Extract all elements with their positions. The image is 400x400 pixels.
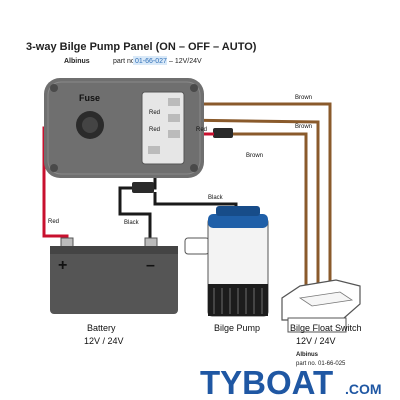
battery-voltage: 12V / 24V bbox=[84, 336, 124, 346]
black-connector bbox=[132, 182, 154, 193]
float-switch-label: Bilge Float Switch bbox=[290, 323, 362, 333]
wire-label-red-3: Red bbox=[196, 127, 207, 133]
switch-panel bbox=[44, 78, 204, 178]
part-number-highlight bbox=[133, 56, 167, 65]
header-brand: Albinus bbox=[64, 58, 90, 65]
brown-wire-mid bbox=[179, 118, 320, 300]
battery-minus-sign: – bbox=[146, 257, 155, 274]
wire-label-brown-3: Brown bbox=[246, 153, 263, 159]
float-switch-voltage: 12V / 24V bbox=[296, 336, 336, 346]
fuse-label: Fuse bbox=[79, 93, 100, 103]
header-part-number: 01-66-027 bbox=[135, 58, 167, 65]
diagram-title: 3-way Bilge Pump Panel (ON – OFF – AUTO) bbox=[26, 41, 257, 53]
panel-screw-bl bbox=[50, 164, 58, 172]
wire-label-brown-1: Brown bbox=[295, 95, 312, 101]
brown-wire-top bbox=[180, 102, 332, 300]
header-part-prefix: part no. bbox=[113, 58, 137, 65]
float-switch bbox=[281, 279, 361, 333]
battery-plus-sign: + bbox=[58, 257, 67, 274]
float-switch-part: part no. 01-66-025 bbox=[296, 361, 346, 367]
wire-label-red-1: Red bbox=[149, 110, 160, 116]
battery-label: Battery bbox=[87, 323, 116, 333]
header-part-suffix: – 12V/24V bbox=[169, 58, 202, 65]
pump-label: Bilge Pump bbox=[214, 323, 260, 333]
wire-label-brown-2: Brown bbox=[295, 124, 312, 130]
brown-wire-low bbox=[232, 132, 308, 300]
wire-label-black-1: Black bbox=[208, 195, 224, 201]
bilge-pump bbox=[184, 206, 269, 317]
black-wire-panel bbox=[118, 150, 157, 238]
panel-screw-tr bbox=[190, 84, 198, 92]
brown-connector bbox=[213, 128, 233, 138]
wire-label-black-2: Black bbox=[124, 220, 140, 226]
watermark-suffix: .COM bbox=[345, 381, 382, 397]
tyboat-watermark: TYBOAT .COM bbox=[200, 364, 382, 400]
watermark-text: TYBOAT bbox=[200, 364, 333, 400]
panel-screw-br bbox=[190, 164, 198, 172]
wire-label-red-2: Red bbox=[149, 127, 160, 133]
float-switch-brand: Albinus bbox=[296, 352, 319, 358]
panel-screw-tl bbox=[50, 84, 58, 92]
battery bbox=[50, 237, 178, 314]
wire-label-red-battery: Red bbox=[48, 219, 59, 225]
